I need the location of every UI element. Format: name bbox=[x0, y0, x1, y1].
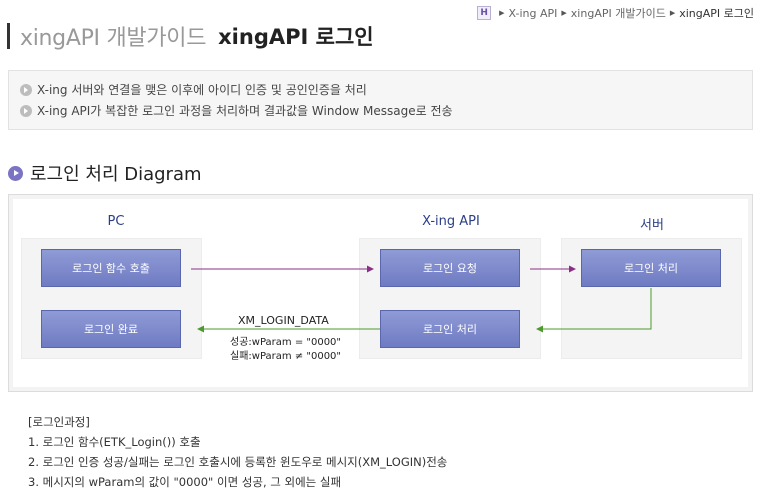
bullet-arrow-icon bbox=[20, 83, 32, 96]
summary-text: X-ing 서버와 연결을 맺은 이후에 아이디 인증 및 공인인증을 처리 bbox=[37, 83, 367, 97]
summary-box: X-ing 서버와 연결을 맺은 이후에 아이디 인증 및 공인인증을 처리 X… bbox=[8, 70, 753, 130]
node-login-request: 로그인 요청 bbox=[380, 249, 520, 287]
breadcrumb-item-xing-api[interactable]: X-ing API bbox=[508, 6, 558, 20]
condition-success: 성공:wParam = "0000" bbox=[230, 337, 342, 348]
step-item: 1. 로그인 함수(ETK_Login()) 호출 bbox=[28, 435, 201, 449]
diagram-canvas: PC X-ing API 서버 로그인 함수 호출 로그인 요청 로그인 처리 … bbox=[13, 199, 748, 387]
bullet-arrow-icon bbox=[20, 104, 32, 117]
summary-item: X-ing 서버와 연결을 맺은 이후에 아이디 인증 및 공인인증을 처리 bbox=[20, 79, 752, 100]
section-header: 로그인 처리 Diagram bbox=[8, 162, 202, 185]
login-steps: [로그인과정] 1. 로그인 함수(ETK_Login()) 호출 2. 로그인… bbox=[28, 412, 447, 492]
column-label-xing-api: X-ing API bbox=[422, 214, 480, 229]
page-title-category: xingAPI 개발가이드 bbox=[20, 26, 207, 51]
home-icon[interactable]: H bbox=[477, 6, 492, 20]
node-login-call: 로그인 함수 호출 bbox=[41, 249, 181, 287]
section-arrow-icon bbox=[8, 165, 23, 181]
step-item: 3. 메시지의 wParam의 값이 "0000" 이면 성공, 그 외에는 실… bbox=[28, 475, 342, 489]
column-label-server: 서버 bbox=[640, 218, 664, 233]
summary-item: X-ing API가 복잡한 로그인 과정을 처리하며 결과값을 Window … bbox=[20, 100, 752, 121]
login-diagram: PC X-ing API 서버 로그인 함수 호출 로그인 요청 로그인 처리 … bbox=[8, 194, 753, 392]
section-title: 로그인 처리 Diagram bbox=[30, 164, 202, 185]
page-title: xingAPI 개발가이드 xingAPI 로그인 bbox=[7, 23, 374, 51]
steps-heading: [로그인과정] bbox=[28, 415, 90, 429]
node-server-login-process: 로그인 처리 bbox=[581, 249, 721, 287]
page-title-main: xingAPI 로그인 bbox=[218, 25, 374, 49]
chevron-right-icon: ▶ bbox=[561, 9, 567, 17]
breadcrumb: H ▶ X-ing API ▶ xingAPI 개발가이드 ▶ xingAPI … bbox=[477, 5, 754, 21]
summary-text: X-ing API가 복잡한 로그인 과정을 처리하며 결과값을 Window … bbox=[37, 104, 453, 118]
chevron-right-icon: ▶ bbox=[669, 9, 676, 17]
column-label-pc: PC bbox=[107, 214, 125, 229]
node-login-done: 로그인 완료 bbox=[41, 310, 181, 348]
arrow-server-to-api bbox=[536, 288, 652, 333]
step-item: 2. 로그인 인증 성공/실패는 로그인 호출시에 등록한 윈도우로 메시지(X… bbox=[28, 455, 448, 469]
condition-failure: 실패:wParam ≠ "0000" bbox=[230, 351, 342, 362]
message-label: XM_LOGIN_DATA bbox=[238, 314, 329, 327]
chevron-right-icon: ▶ bbox=[499, 9, 505, 17]
breadcrumb-item-current: xingAPI 로그인 bbox=[679, 7, 754, 20]
node-api-login-process: 로그인 처리 bbox=[380, 310, 520, 348]
diagram-arrows bbox=[191, 265, 652, 333]
breadcrumb-item-dev-guide[interactable]: xingAPI 개발가이드 bbox=[570, 7, 666, 20]
